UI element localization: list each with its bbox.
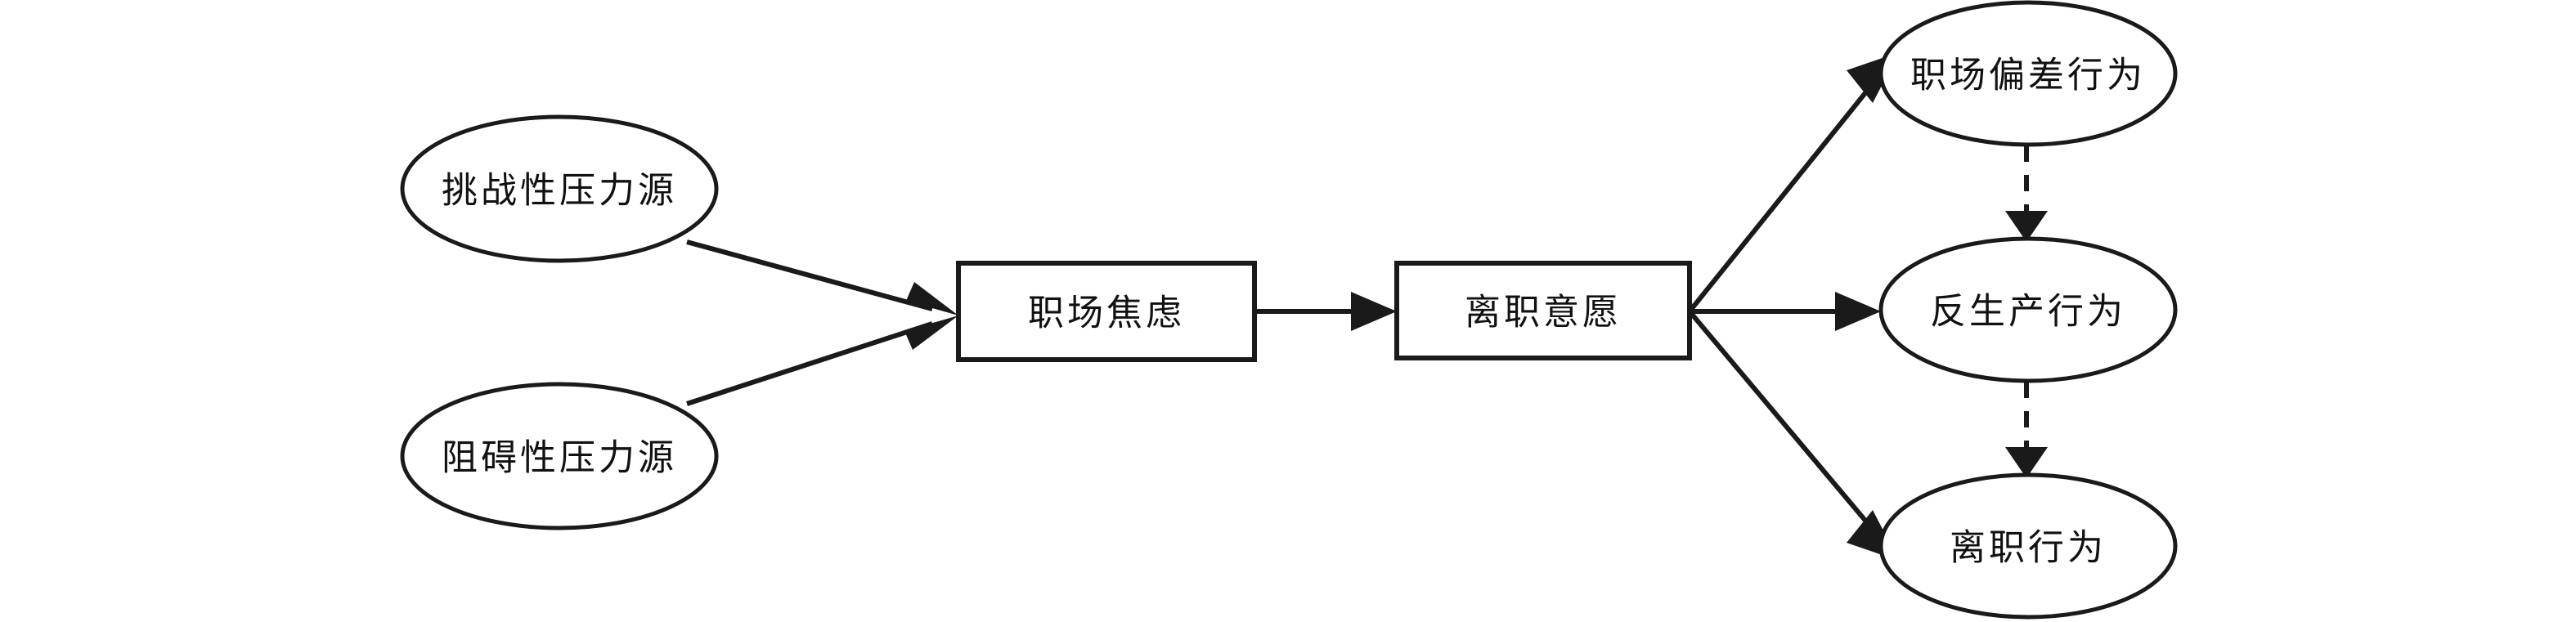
node-counterproductive-behavior[interactable]: 反生产行为 [1878,236,2178,383]
edge-intention-to-counterproductive[interactable] [1690,292,1881,331]
edge-challenge-to-anxiety[interactable] [686,239,958,315]
arrow-head-icon [2005,211,2048,242]
edge-deviance-to-counterproductive[interactable] [2005,145,2048,242]
ellipse-shape [1878,0,2178,147]
edge-layer [686,52,2048,561]
rect-shape [1394,261,1692,360]
arrow-head-icon [2005,447,2048,478]
arrow-head-icon [906,282,958,315]
node-challenge-stressor[interactable]: 挑战性压力源 [400,114,719,263]
arrow-head-icon [1351,292,1397,331]
node-label: 反生产行为 [1930,292,2126,332]
node-turnover-behavior[interactable]: 离职行为 [1878,472,2178,620]
node-workplace-anxiety[interactable]: 职场焦虑 [956,261,1257,362]
edge-counterproductive-to-turnover-behavior[interactable] [2005,382,2048,478]
node-layer: 挑战性压力源 阻碍性压力源 职场焦虑 离职意愿 职场偏差行为 反生产行为 [400,0,2178,620]
ellipse-shape [400,382,719,530]
edge-intention-to-turnover-behavior[interactable] [1687,310,1899,561]
ellipse-shape [400,114,719,263]
node-label: 职场焦虑 [1028,293,1185,333]
arrow-head-icon [904,315,958,350]
node-workplace-deviance[interactable]: 职场偏差行为 [1878,0,2178,147]
node-label: 阻碍性压力源 [442,438,677,478]
edge-line [686,321,933,406]
ellipse-shape [1878,472,2178,620]
edge-line [1687,310,1877,533]
edge-line [686,239,933,311]
edge-line [1687,80,1877,313]
ellipse-shape [1878,236,2178,383]
node-label: 离职意愿 [1465,293,1622,333]
edge-hindrance-to-anxiety[interactable] [686,315,958,406]
arrow-head-icon [1835,292,1881,331]
node-label: 职场偏差行为 [1910,56,2146,96]
node-label: 离职行为 [1950,528,2107,568]
node-turnover-intention[interactable]: 离职意愿 [1394,261,1692,360]
node-hindrance-stressor[interactable]: 阻碍性压力源 [400,382,719,530]
node-label: 挑战性压力源 [442,171,677,211]
rect-shape [956,261,1257,362]
edge-anxiety-to-intention[interactable] [1254,292,1397,331]
edge-intention-to-deviance[interactable] [1687,52,1899,313]
